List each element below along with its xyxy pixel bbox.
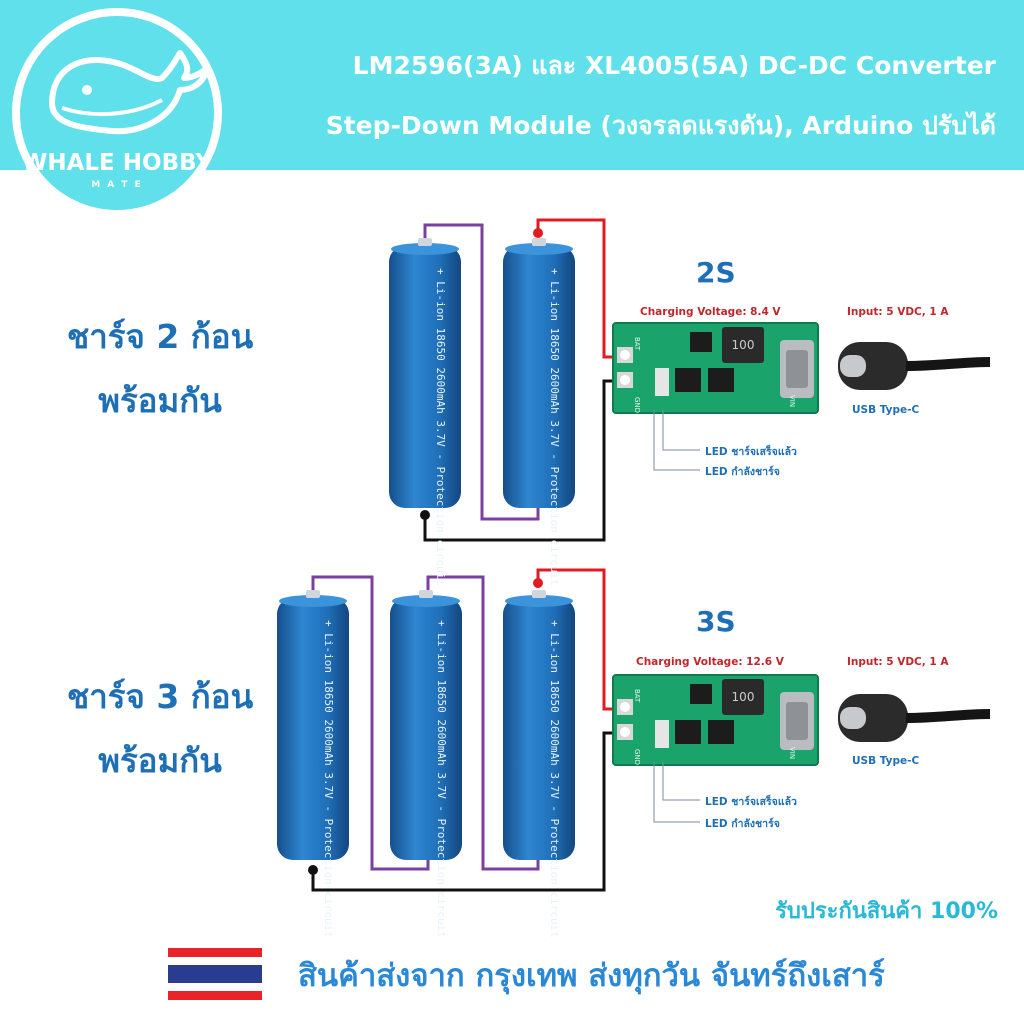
brand-sub: M A T E (91, 180, 143, 190)
led-pointers-3s (653, 762, 700, 823)
vin-label: VIN (788, 395, 796, 407)
battery-label: + Li-ion 18650 2600mAh 3.7V - Protection… (548, 268, 561, 586)
side-label-2s-line2: พร้อมกัน (98, 381, 222, 420)
whale-icon (49, 50, 210, 135)
footer-text: สินค้าส่งจาก กรุงเทพ ส่งทุกวัน จันทร์ถึง… (298, 958, 885, 994)
led-done-2s: LED ชาร์จเสร็จแล้ว (705, 446, 797, 458)
battery-3s-2 (390, 590, 462, 860)
charger-board-3s: 100 BAT GND VIN (612, 674, 819, 766)
bat-label: BAT (633, 689, 641, 703)
brand-name: WHALE HOBBY (21, 150, 213, 176)
side-label-2s-line1: ชาร์จ 2 ก้อน (66, 317, 254, 356)
battery-3s-1 (277, 590, 349, 860)
brand-logo: WHALE HOBBY M A T E (12, 8, 222, 218)
wires-2s (420, 218, 625, 542)
inductor-label: 100 (732, 338, 755, 352)
gnd-label: GND (633, 397, 641, 413)
led-pointers-2s (653, 410, 700, 471)
usb-c-cable-2s (838, 342, 991, 390)
label-2s: 2S (696, 256, 736, 289)
battery-label: + Li-ion 18650 2600mAh 3.7V - Protection… (435, 620, 448, 938)
label-3s: 3S (696, 605, 736, 638)
led-done-3s: LED ชาร์จเสร็จแล้ว (705, 796, 797, 808)
side-label-3s-line2: พร้อมกัน (98, 741, 222, 780)
side-label-2s: ชาร์จ 2 ก้อน พร้อมกัน (35, 305, 285, 433)
warranty-text: รับประกันสินค้า 100% (775, 899, 998, 924)
input-2s: Input: 5 VDC, 1 A (847, 306, 949, 318)
charging-voltage-3s: Charging Voltage: 12.6 V (636, 656, 784, 668)
usb-c-cable-3s (838, 694, 991, 742)
header-title-line1: LM2596(3A) และ XL4005(5A) DC-DC Converte… (352, 51, 996, 80)
thai-flag-icon (168, 948, 262, 1000)
wires-3s (308, 568, 625, 892)
bat-label: BAT (633, 337, 641, 351)
battery-3s-3 (503, 590, 575, 860)
led-charging-2s: LED กำลังชาร์จ (705, 466, 780, 478)
inductor-label: 100 (732, 690, 755, 704)
battery-2s-1 (389, 238, 461, 508)
usb-label-3s: USB Type-C (852, 755, 920, 767)
charging-voltage-2s: Charging Voltage: 8.4 V (640, 306, 781, 318)
usb-label-2s: USB Type-C (852, 404, 920, 416)
battery-label: + Li-ion 18650 2600mAh 3.7V - Protection… (548, 620, 561, 938)
side-label-3s: ชาร์จ 3 ก้อน พร้อมกัน (35, 665, 285, 793)
battery-label: + Li-ion 18650 2600mAh 3.7V - Protection… (434, 268, 447, 586)
side-label-3s-line1: ชาร์จ 3 ก้อน (66, 677, 254, 716)
gnd-label: GND (633, 749, 641, 765)
battery-2s-2 (503, 238, 575, 508)
vin-label: VIN (788, 747, 796, 759)
charger-board-2s: 100 BAT GND VIN (612, 322, 819, 414)
led-charging-3s: LED กำลังชาร์จ (705, 818, 780, 830)
input-3s: Input: 5 VDC, 1 A (847, 656, 949, 668)
battery-label: + Li-ion 18650 2600mAh 3.7V - Protection… (322, 620, 335, 938)
header-title-line2: Step-Down Module (วงจรลดแรงดัน), Arduino… (325, 111, 996, 140)
